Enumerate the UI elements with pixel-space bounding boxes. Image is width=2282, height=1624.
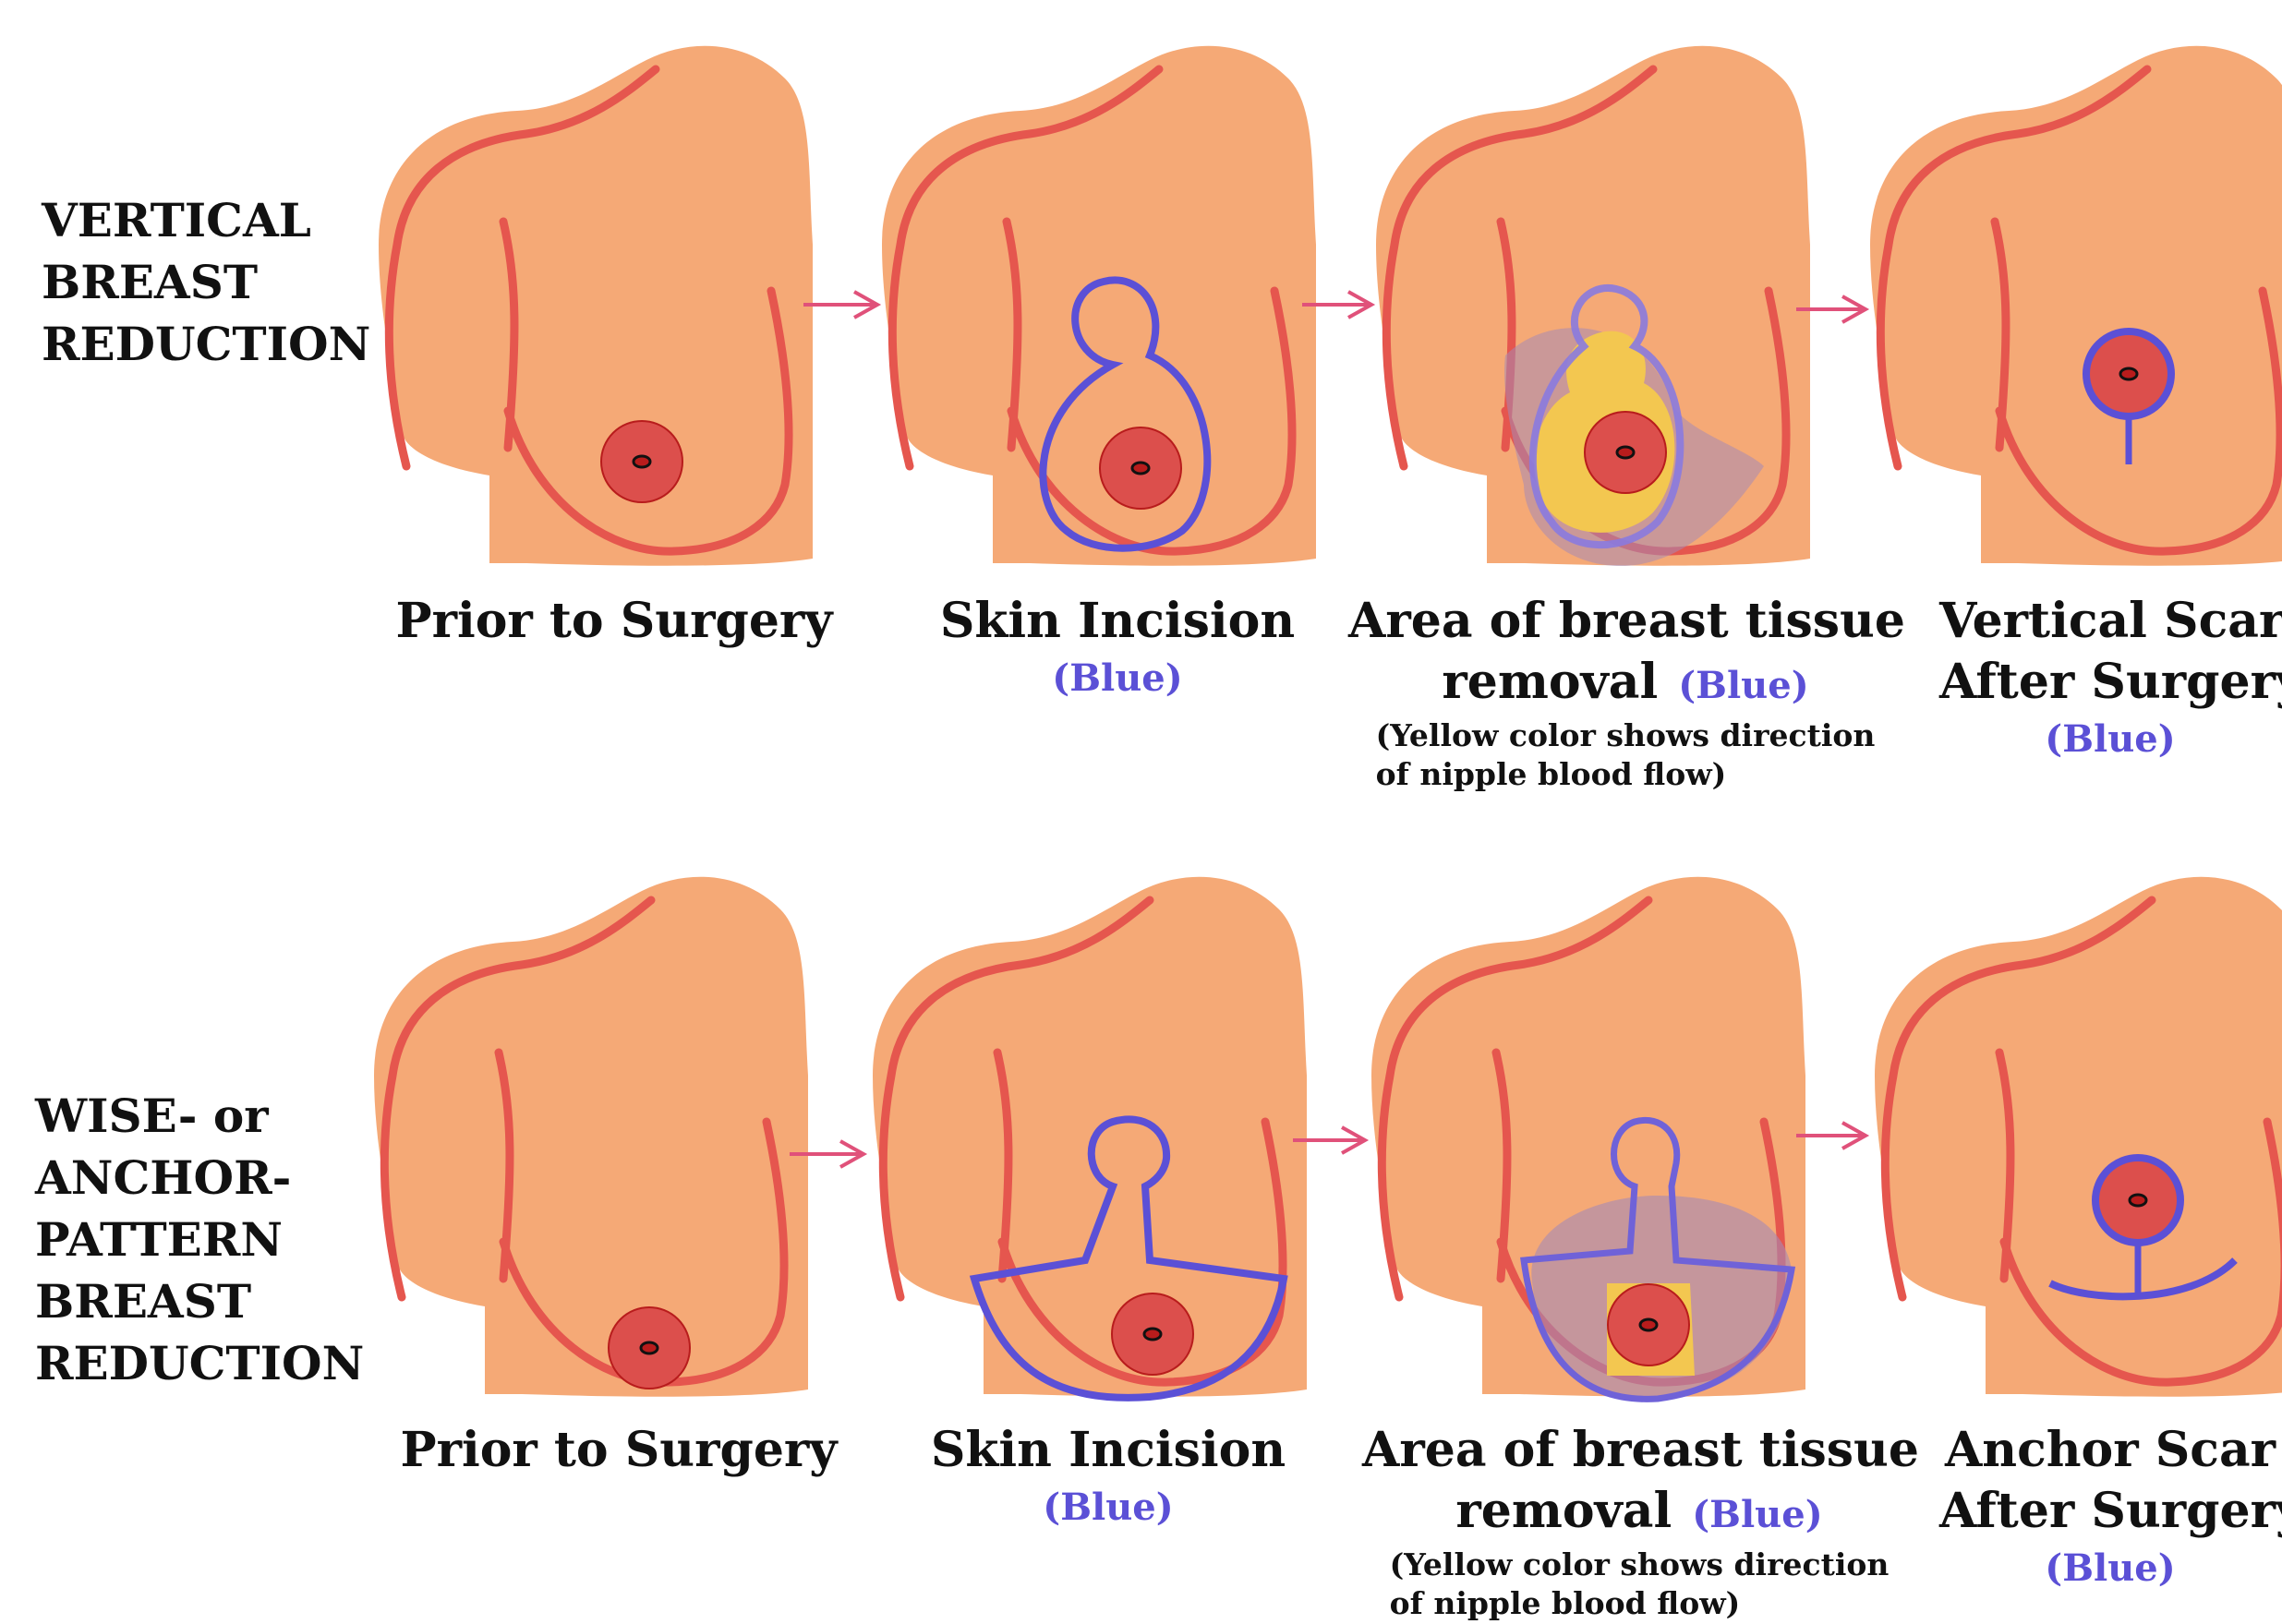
note-line2: of nipple blood flow) — [1390, 1584, 1890, 1623]
row2-caption-prior: Prior to Surgery — [392, 1420, 845, 1481]
caption-line2: After Surgery — [1939, 652, 2281, 713]
row1-title: VERTICAL BREAST REDUCTION — [42, 189, 370, 375]
caption-text: Skin Incision — [924, 591, 1311, 652]
caption-inline-sub: (Blue) — [1678, 664, 1808, 707]
note-line2: of nipple blood flow) — [1376, 755, 1876, 794]
caption-line2: removal — [1455, 1483, 1672, 1539]
row1-title-line: VERTICAL — [42, 189, 370, 251]
row2-title-line: REDUCTION — [35, 1332, 364, 1394]
row2-title: WISE- or ANCHOR- PATTERN BREAST REDUCTIO… — [35, 1085, 364, 1394]
row2-title-line: ANCHOR- — [35, 1147, 364, 1209]
row2-arrow3 — [1796, 1123, 1865, 1149]
caption-line1: Area of breast tissue — [1362, 1420, 1916, 1481]
note-line1: (Yellow color shows direction — [1376, 716, 1876, 755]
row2-title-line: BREAST — [35, 1270, 364, 1332]
caption-sub: (Blue) — [1939, 1542, 2281, 1595]
row1-caption-incision: Skin Incision (Blue) — [924, 591, 1311, 705]
caption-line2: removal — [1442, 654, 1658, 710]
caption-text: Skin Incision — [914, 1420, 1302, 1481]
caption-sub: (Blue) — [1939, 713, 2281, 766]
row2-fig2-incision — [873, 877, 1307, 1398]
row1-arrow1 — [803, 292, 877, 318]
row1-caption-prior: Prior to Surgery — [388, 591, 840, 652]
caption-note: (Yellow color shows direction of nipple … — [1376, 716, 1876, 794]
row2-title-line: WISE- or — [35, 1085, 364, 1147]
note-line1: (Yellow color shows direction — [1390, 1546, 1890, 1584]
caption-text: Prior to Surgery — [392, 1420, 845, 1481]
caption-line1: Area of breast tissue — [1348, 591, 1902, 652]
caption-line2: After Surgery — [1939, 1481, 2281, 1542]
row1-caption-scar: Vertical Scar After Surgery (Blue) — [1939, 591, 2281, 766]
row2-fig3-removal — [1371, 877, 1805, 1400]
row1-fig1-prior — [379, 46, 813, 566]
row1-fig4-vertical-scar — [1870, 46, 2282, 566]
row1-caption-removal: Area of breast tissue removal (Blue) (Yel… — [1348, 591, 1902, 794]
caption-text: Prior to Surgery — [388, 591, 840, 652]
row2-caption-incision: Skin Incision (Blue) — [914, 1420, 1302, 1534]
caption-line1: Vertical Scar — [1939, 591, 2281, 652]
row2-caption-removal: Area of breast tissue removal (Blue) (Yel… — [1362, 1420, 1916, 1623]
caption-line1: Anchor Scar — [1939, 1420, 2281, 1481]
row2-fig4-anchor-scar — [1875, 877, 2282, 1397]
caption-inline-sub: (Blue) — [1692, 1493, 1822, 1536]
row1-title-line: REDUCTION — [42, 313, 370, 375]
row2-fig1-prior — [374, 877, 808, 1397]
caption-sub: (Blue) — [924, 652, 1311, 705]
row1-title-line: BREAST — [42, 251, 370, 313]
row2-title-line: PATTERN — [35, 1209, 364, 1270]
caption-note: (Yellow color shows direction of nipple … — [1390, 1546, 1890, 1623]
caption-sub: (Blue) — [914, 1481, 1302, 1534]
row1-fig3-removal — [1376, 46, 1810, 566]
row2-caption-scar: Anchor Scar After Surgery (Blue) — [1939, 1420, 2281, 1595]
row1-fig2-incision — [882, 46, 1316, 566]
